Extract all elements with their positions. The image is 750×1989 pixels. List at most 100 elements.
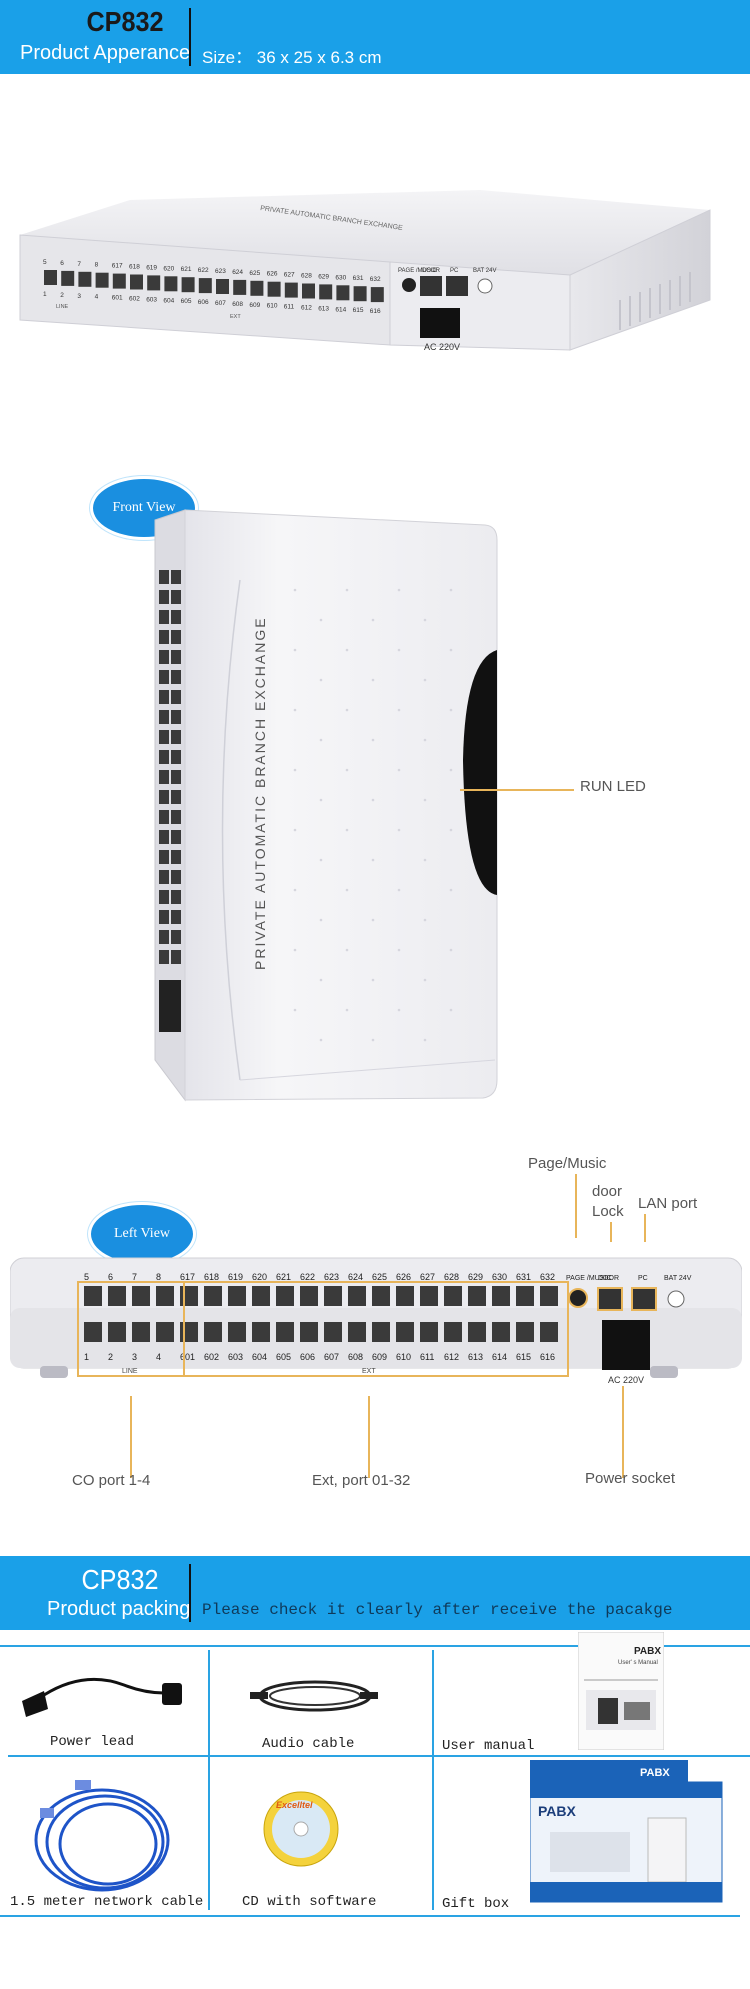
port-number-label: 610 [396, 1352, 411, 1362]
door-lock-callout-1: door [592, 1183, 623, 1200]
rj-port [61, 270, 75, 286]
surface-dot [345, 888, 349, 892]
packing-item-label: CD with software [242, 1894, 377, 1910]
surface-dot [423, 978, 427, 982]
rj-port [276, 1322, 294, 1342]
rj-port [492, 1286, 510, 1306]
packing-model-title: CP832 [81, 1564, 159, 1595]
surface-dot [345, 948, 349, 952]
bat-terminal-left [667, 1290, 685, 1308]
power-lead-image [22, 1677, 182, 1717]
packing-item-label: Gift box [442, 1896, 510, 1912]
port-number-label: 625 [372, 1272, 387, 1282]
rj-port [132, 1322, 150, 1342]
rj-port [216, 279, 229, 294]
surface-dot [449, 768, 453, 772]
power-socket-callout: Power socket [585, 1470, 676, 1487]
surface-dot [371, 918, 375, 922]
port-number-label: 616 [370, 308, 381, 315]
gift-box-title: PABX [538, 1803, 577, 1819]
rj-port [180, 1286, 198, 1306]
port-number-label: 620 [252, 1272, 267, 1282]
port-number-label: 629 [468, 1272, 483, 1282]
port-label-door: DOOR [598, 1275, 619, 1282]
left-view-ports: 5162738461760161860261960362060462160562… [84, 1272, 692, 1375]
surface-dot [397, 888, 401, 892]
lan-port-callout: LAN port [638, 1195, 698, 1212]
rj-port [324, 1286, 342, 1306]
co-port-callout-line [130, 1396, 132, 1478]
grid-col-1 [208, 1650, 210, 1910]
header-appearance: CP832 Product Apperance Size： 36 x 25 x … [0, 0, 750, 74]
rj-port [516, 1286, 534, 1306]
rj-port [159, 750, 169, 764]
surface-dot [319, 738, 323, 742]
rj-port [204, 1322, 222, 1342]
rj-port [180, 1322, 198, 1342]
port-number-label: 1 [43, 291, 47, 298]
rj-port [171, 830, 181, 844]
port-number-label: 630 [492, 1272, 507, 1282]
user-manual-image: PABX User' s Manual [578, 1632, 664, 1750]
rj-port [370, 287, 384, 303]
rj-port [159, 950, 169, 964]
rj-port [276, 1286, 294, 1306]
surface-dot [423, 678, 427, 682]
model-title: CP832 [86, 6, 164, 37]
surface-dot [293, 648, 297, 652]
surface-dot [423, 918, 427, 922]
run-led-slot [463, 650, 497, 895]
rj-port [171, 650, 181, 664]
port-number-label: 607 [324, 1352, 339, 1362]
line-label: LINE [122, 1368, 138, 1375]
port-number-label: 632 [540, 1272, 555, 1282]
port-number-label: 5 [43, 259, 47, 266]
rj-port [159, 770, 169, 784]
port-label-page-music: PAGE /MUSIC [566, 1275, 611, 1282]
rj-port [171, 630, 181, 644]
surface-dot [319, 918, 323, 922]
surface-dot [293, 768, 297, 772]
port-number-label: 624 [348, 1272, 363, 1282]
gift-box-label: PABX [640, 1767, 670, 1779]
rj-port [171, 910, 181, 924]
port-number-label: 609 [372, 1352, 387, 1362]
grid-bottom [0, 1915, 740, 1917]
rj-port [159, 590, 169, 604]
ext-port-highlight [183, 1281, 569, 1377]
rj-port [171, 610, 181, 624]
port-number-label: 626 [267, 271, 278, 278]
surface-dot [345, 588, 349, 592]
door-callout-line [610, 1222, 612, 1242]
surface-dot [449, 1008, 453, 1012]
rj-port [130, 274, 143, 290]
surface-dot [293, 708, 297, 712]
port-label-page-music: PAGE /MUSIC [398, 268, 438, 274]
rj-port [171, 590, 181, 604]
page-music-jack [402, 278, 416, 292]
port-number-label: 622 [198, 267, 209, 274]
surface-dot [345, 768, 349, 772]
port-number-label: 602 [129, 296, 140, 303]
surface-dot [293, 888, 297, 892]
rj-port [540, 1322, 558, 1342]
surface-dot [319, 618, 323, 622]
port-number-label: 616 [540, 1352, 555, 1362]
surface-dot [371, 798, 375, 802]
port-number-label: 628 [444, 1272, 459, 1282]
ac-socket-left [602, 1320, 650, 1370]
port-number-label: 8 [95, 262, 99, 269]
rj-port [171, 810, 181, 824]
port-number-label: 622 [300, 1272, 315, 1282]
rj-port [159, 890, 169, 904]
port-label-pc: PC [638, 1275, 648, 1282]
rj-port [159, 570, 169, 584]
port-number-label: 7 [132, 1272, 137, 1282]
door-port-left [597, 1287, 623, 1311]
surface-dot [397, 648, 401, 652]
port-label-bat: BAT 24V [473, 268, 496, 274]
surface-dot [397, 588, 401, 592]
port-number-label: 606 [198, 299, 209, 306]
rj-port [420, 1286, 438, 1306]
rj-port [516, 1322, 534, 1342]
